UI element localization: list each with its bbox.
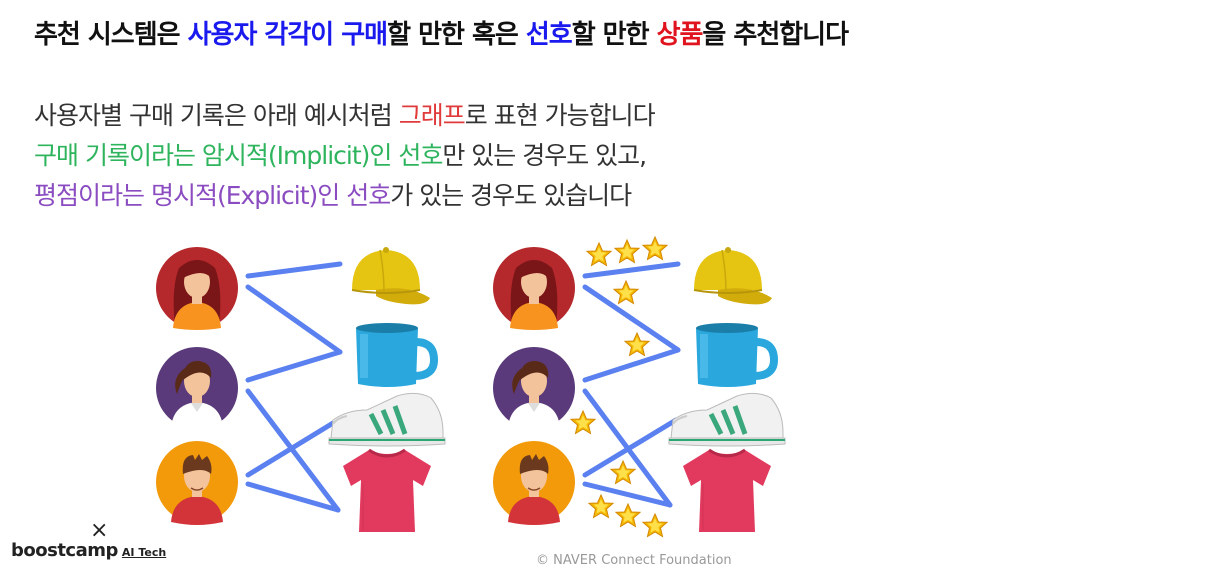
edge-user3-sneaker xyxy=(245,417,341,478)
user-man-icon xyxy=(155,440,239,526)
explicit-edges xyxy=(582,261,681,508)
body-line-2: 구매 기록이라는 암시적(Implicit)인 선호만 있는 경우도 있고, xyxy=(34,136,655,176)
implicit-graph xyxy=(155,246,445,534)
cap-icon xyxy=(693,246,773,306)
user-woman-ponytail-icon xyxy=(156,347,238,431)
edge-user2-mug xyxy=(245,349,343,383)
text: 사용자별 구매 기록은 아래 예시처럼 xyxy=(34,101,399,130)
title-highlight-product: 상품 xyxy=(656,20,704,50)
user-woman-red-icon xyxy=(156,247,238,330)
text: 가 있는 경우도 있습니다 xyxy=(390,181,632,210)
sneaker-icon xyxy=(329,393,445,446)
mug-icon xyxy=(356,323,434,387)
star-icon xyxy=(642,236,668,260)
user-woman-ponytail-icon xyxy=(493,347,575,431)
implicit-edges xyxy=(245,261,343,513)
edge-user1-mug xyxy=(245,284,343,355)
star-icon xyxy=(614,239,640,263)
edge-user1-cap xyxy=(582,261,681,279)
text: 만 있는 경우도 있고, xyxy=(442,141,647,170)
star-icon xyxy=(610,460,636,484)
user-woman-red-icon xyxy=(493,247,575,330)
title-highlight-purchase: 사용자 각각이 구매 xyxy=(187,20,388,50)
title-part: 을 추천합니다 xyxy=(702,20,849,50)
edge-user1-mug xyxy=(582,284,681,353)
user-man-icon xyxy=(492,440,576,526)
tshirt-icon xyxy=(341,448,433,534)
star-icon xyxy=(642,513,668,537)
explicit-highlight: 평점이라는 명시적(Explicit)인 선호 xyxy=(34,181,391,210)
cap-icon xyxy=(351,246,431,306)
title-part: 할 만한 혹은 xyxy=(387,20,526,50)
sneaker-icon xyxy=(669,393,785,446)
star-icon xyxy=(613,280,639,304)
star-icon xyxy=(586,242,612,266)
close-icon: × xyxy=(90,518,109,543)
logo-text: boostcamp xyxy=(11,540,118,561)
title-part: 할 만한 xyxy=(571,20,657,50)
star-icon xyxy=(588,494,614,518)
star-icon xyxy=(615,503,641,527)
logo-subtext: AI Tech xyxy=(121,546,167,559)
edge-user2-tshirt xyxy=(245,388,341,513)
title-part: 추천 시스템은 xyxy=(34,20,188,50)
mug-icon xyxy=(696,323,774,387)
edge-user3-sneaker xyxy=(582,417,679,478)
body-line-1: 사용자별 구매 기록은 아래 예시처럼 그래프로 표현 가능합니다 xyxy=(34,96,656,136)
star-icon xyxy=(570,410,596,434)
edge-user3-tshirt xyxy=(245,481,341,513)
explicit-graph xyxy=(492,236,785,537)
edge-user2-mug xyxy=(582,347,681,383)
body-text: 사용자별 구매 기록은 아래 예시처럼 그래프로 표현 가능합니다 구매 기록이… xyxy=(34,96,656,216)
slide-title: 추천 시스템은 사용자 각각이 구매할 만한 혹은 선호할 만한 상품을 추천합… xyxy=(34,14,849,51)
edge-user1-cap xyxy=(245,261,343,279)
title-highlight-preference: 선호 xyxy=(525,20,573,50)
copyright: © NAVER Connect Foundation xyxy=(536,553,732,568)
implicit-highlight: 구매 기록이라는 암시적(Implicit)인 선호 xyxy=(34,141,443,170)
tshirt-icon xyxy=(681,448,773,534)
body-line-3: 평점이라는 명시적(Explicit)인 선호가 있는 경우도 있습니다 xyxy=(34,176,655,216)
edge-user3-tshirt xyxy=(582,481,673,508)
star-icon xyxy=(624,332,650,356)
graph-highlight: 그래프 xyxy=(398,101,466,130)
text: 로 표현 가능합니다 xyxy=(464,101,656,130)
